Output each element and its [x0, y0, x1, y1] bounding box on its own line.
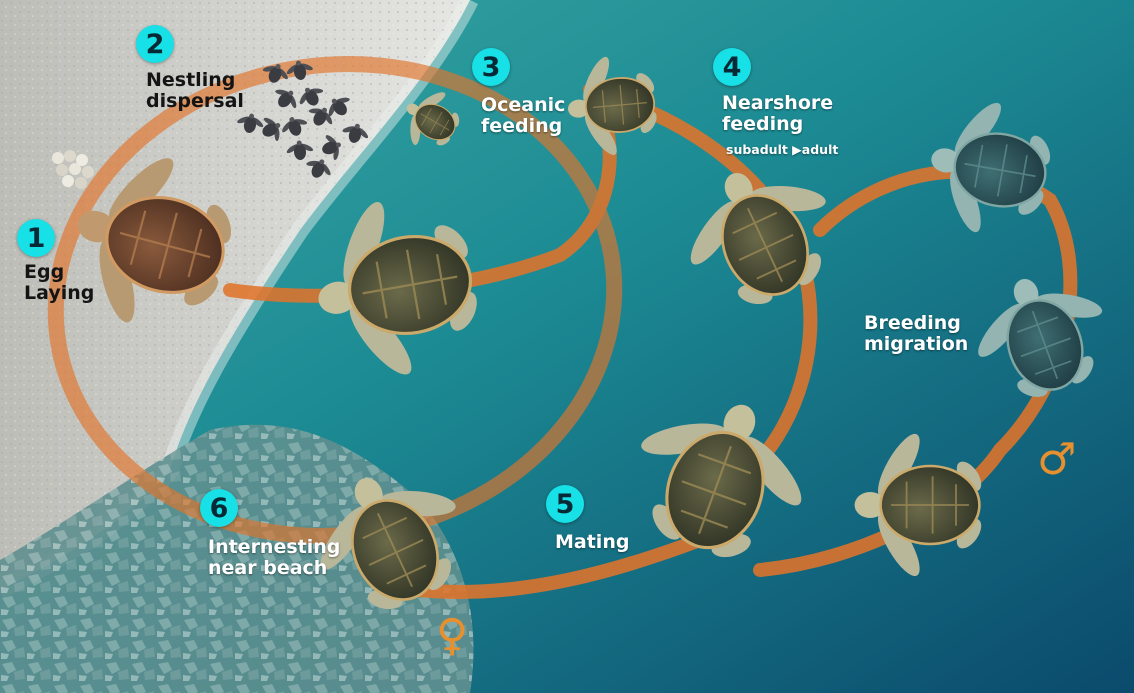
stage-5-label: Mating: [555, 532, 629, 553]
stage-2-badge: 2: [136, 25, 174, 63]
stage-4-line-1: Nearshore: [722, 93, 833, 114]
stage-2-line-2: dispersal: [146, 91, 244, 112]
stage-4-line-2: feeding: [722, 114, 833, 135]
stage-1-line-1: Egg: [24, 262, 94, 283]
stage-3-badge: 3: [472, 48, 510, 86]
stage-1-line-2: Laying: [24, 283, 94, 304]
male-symbol-icon: ♂: [1037, 438, 1076, 482]
stage-1-label: Egg Laying: [24, 262, 94, 304]
stage-4-label: Nearshore feeding: [722, 93, 833, 135]
stage-3-label: Oceanic feeding: [481, 95, 565, 137]
stage-5-line-1: Mating: [555, 532, 629, 553]
breeding-line-2: migration: [864, 334, 968, 355]
female-symbol-icon: ♀: [436, 614, 468, 658]
stage-6-line-1: Internesting: [208, 537, 340, 558]
breeding-line-1: Breeding: [864, 313, 968, 334]
breeding-migration-label: Breeding migration: [864, 313, 968, 355]
stage-4-sublabel: subadult ▶adult: [726, 142, 838, 157]
stage-3-line-1: Oceanic: [481, 95, 565, 116]
stage-2-label: Nestling dispersal: [146, 70, 244, 112]
stage-6-badge: 6: [200, 489, 238, 527]
stage-3-line-2: feeding: [481, 116, 565, 137]
stage-1-badge: 1: [17, 219, 55, 257]
stage-6-line-2: near beach: [208, 558, 340, 579]
stage-2-line-1: Nestling: [146, 70, 244, 91]
stage-6-label: Internesting near beach: [208, 537, 340, 579]
stage-4-badge: 4: [713, 48, 751, 86]
stage-5-badge: 5: [546, 485, 584, 523]
